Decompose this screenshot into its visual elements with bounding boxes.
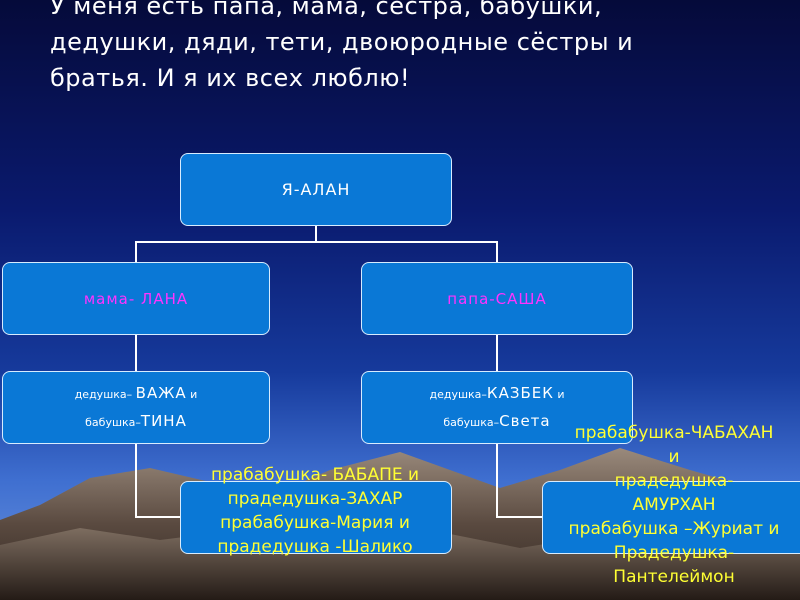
node-mother: мама- ЛАНА [2, 262, 270, 335]
paternal-great-line-3: прадедушка- [548, 469, 800, 493]
connector-paternal-great-horizontal [496, 516, 542, 518]
paternal-great-line-5: прабабушка –Журиат и [548, 517, 800, 541]
grandmother-prefix: бабушка– [85, 416, 141, 429]
connector-to-father [496, 241, 498, 262]
paternal-great-line-7: Пантелеймон [548, 565, 800, 589]
node-mother-label: мама- ЛАНА [84, 290, 188, 308]
maternal-grandmother-line: бабушка–ТИНА [85, 408, 187, 436]
maternal-great-line-1: прабабушка- БАБАПЕ и [160, 463, 470, 487]
conjunction: и [557, 388, 564, 401]
paternal-grandmother-line: бабушка–Света [443, 408, 550, 436]
paternal-grandfather-line: дедушка–КАЗБЕК и [429, 380, 564, 408]
paternal-great-line-6: Прадедушка- [548, 541, 800, 565]
maternal-grandfather-name: ВАЖА [136, 384, 187, 402]
paternal-great-line-4: АМУРХАН [548, 493, 800, 517]
connector-paternal-great-vertical [496, 444, 498, 518]
paternal-great-line-2: и [548, 445, 800, 469]
node-father-label: папа-САША [447, 290, 546, 308]
maternal-grandmother-name: ТИНА [141, 412, 187, 430]
connector-horizontal [135, 241, 498, 243]
node-self: Я-АЛАН [180, 153, 452, 226]
node-father: папа-САША [361, 262, 633, 335]
maternal-great-line-2: прадедушка-ЗАХАР [160, 487, 470, 511]
maternal-grandfather-line: дедушка– ВАЖА и [75, 380, 198, 408]
paternal-great-line-1: прабабушка-ЧАБАХАН [548, 421, 800, 445]
intro-line-3: братья. И я их всех люблю! [50, 60, 780, 96]
connector-to-mother [135, 241, 137, 262]
connector-father-to-grandparents [496, 335, 498, 371]
intro-line-1: У меня есть папа, мама, сестра, бабушки, [50, 0, 780, 24]
maternal-great-line-3: прабабушка-Мария и [160, 511, 470, 535]
connector-root-down [315, 226, 317, 242]
grandfather-prefix: дедушка– [429, 388, 486, 401]
maternal-great-grandparents-text: прабабушка- БАБАПЕ и прадедушка-ЗАХАР пр… [160, 463, 470, 559]
conjunction: и [190, 388, 197, 401]
intro-line-2: дедушки, дяди, тети, двоюродные сёстры и [50, 24, 780, 60]
paternal-grandfather-name: КАЗБЕК [487, 384, 554, 402]
node-maternal-grandparents: дедушка– ВАЖА и бабушка–ТИНА [2, 371, 270, 444]
node-self-label: Я-АЛАН [282, 180, 351, 199]
paternal-grandmother-name: Света [499, 412, 550, 430]
paternal-great-grandparents-text: прабабушка-ЧАБАХАН и прадедушка- АМУРХАН… [548, 421, 800, 589]
intro-text: У меня есть папа, мама, сестра, бабушки,… [50, 0, 780, 96]
maternal-great-line-4: прадедушка -Шалико [160, 535, 470, 559]
grandmother-prefix: бабушка– [443, 416, 499, 429]
grandfather-prefix: дедушка– [75, 388, 132, 401]
connector-maternal-great-vertical [135, 444, 137, 518]
connector-mother-to-grandparents [135, 335, 137, 371]
